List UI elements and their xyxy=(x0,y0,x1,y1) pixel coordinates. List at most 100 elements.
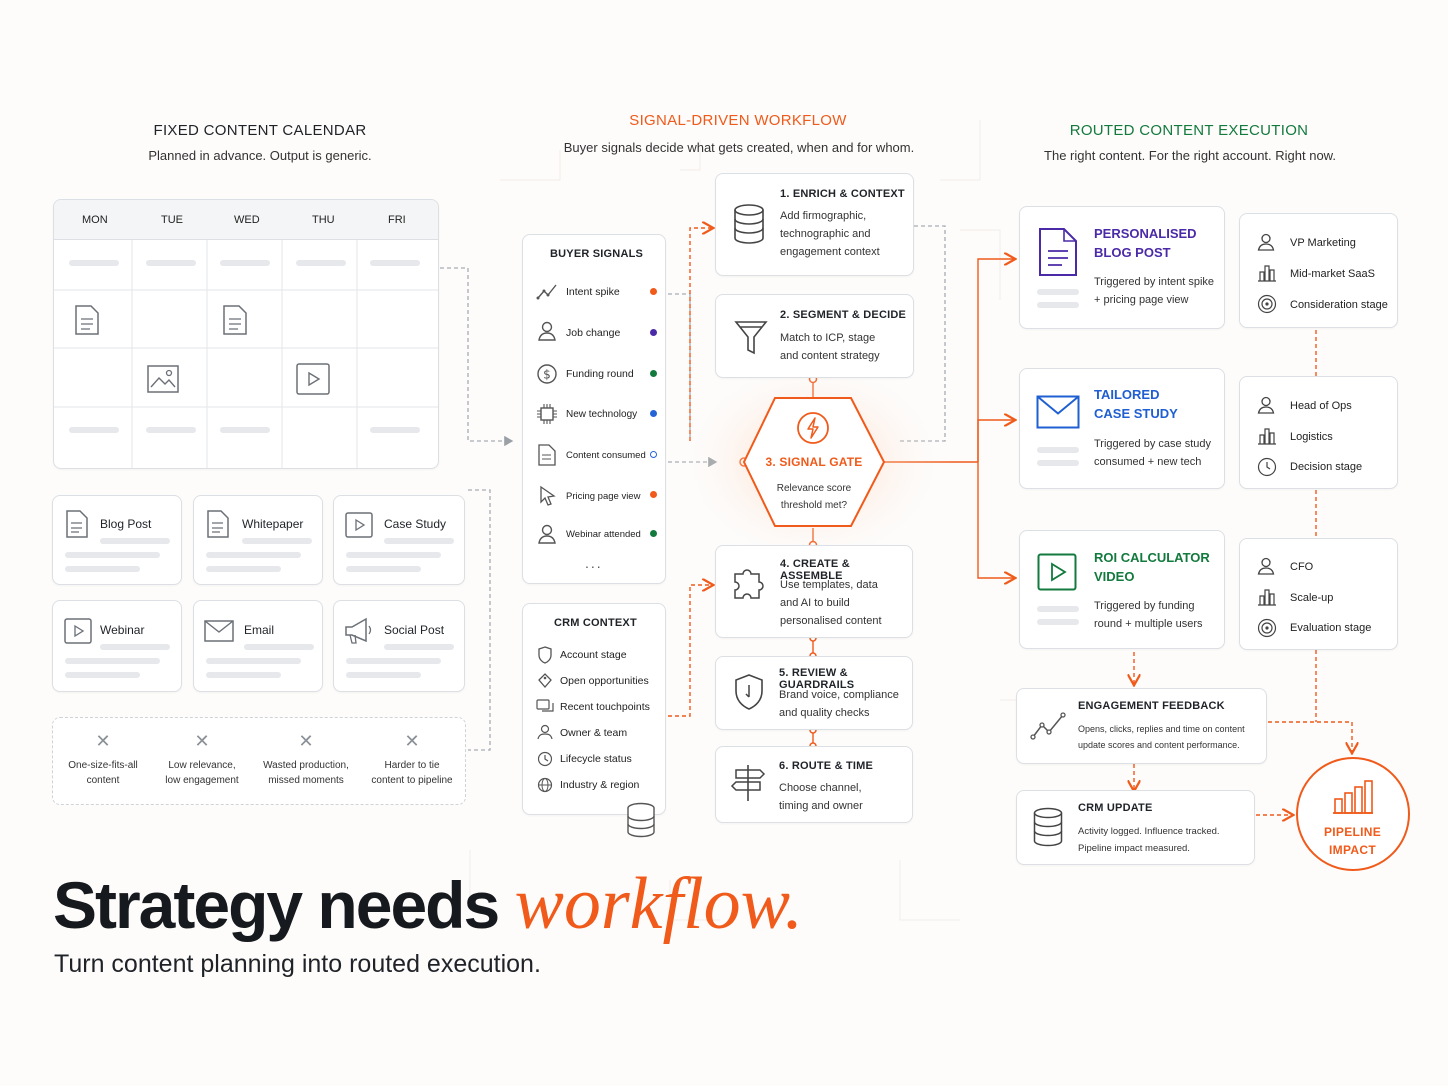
person-icon xyxy=(1257,233,1275,251)
audience-segment: Mid-market SaaS xyxy=(1290,268,1375,280)
database-icon xyxy=(732,204,766,244)
person-icon xyxy=(1257,396,1275,414)
step-create-assemble: 4. CREATE & ASSEMBLE Use templates, data… xyxy=(715,545,913,638)
headline-main: Strategy needs xyxy=(53,868,515,942)
megaphone-icon xyxy=(344,617,374,645)
document-icon xyxy=(74,304,100,336)
audience-segment: Logistics xyxy=(1290,431,1333,443)
video-icon xyxy=(64,618,92,644)
step-title: 4. CREATE & ASSEMBLE xyxy=(780,558,850,582)
crm-update-title: CRM UPDATE xyxy=(1078,802,1153,814)
left-column-subtitle: Planned in advance. Output is generic. xyxy=(148,148,372,163)
signal-label: New technology xyxy=(566,409,638,420)
audience-card: Head of Ops Logistics Decision stage xyxy=(1239,376,1398,489)
lightning-icon xyxy=(796,411,830,445)
chip-icon xyxy=(536,403,558,425)
person-icon xyxy=(1257,557,1275,575)
step-title: 2. SEGMENT & DECIDE xyxy=(780,309,907,321)
document-icon xyxy=(206,509,230,539)
document-icon xyxy=(222,304,248,336)
audience-segment: Scale-up xyxy=(1290,592,1334,604)
step-enrich-context: 1. ENRICH & CONTEXT Add firmographic,tec… xyxy=(715,173,914,276)
person-icon xyxy=(537,321,557,341)
audience-stage: Evaluation stage xyxy=(1290,622,1372,634)
middle-column-title: SIGNAL-DRIVEN WORKFLOW xyxy=(629,112,847,129)
signal-gate-title: 3. SIGNAL GATE xyxy=(765,455,863,469)
format-card-webinar: Webinar xyxy=(52,600,182,692)
problem-item: ✕ Low relevance, low engagement xyxy=(152,732,252,786)
dollar-icon: $ xyxy=(536,363,558,385)
crm-update-desc: Activity logged. Influence tracked.Pipel… xyxy=(1078,826,1220,854)
crm-label: Industry & region xyxy=(560,779,640,791)
building-icon xyxy=(1257,264,1277,282)
bar-chart-icon xyxy=(1331,779,1375,815)
format-label: Whitepaper xyxy=(242,517,304,531)
person-icon xyxy=(537,524,557,544)
right-column-subtitle: The right content. For the right account… xyxy=(1044,148,1336,163)
svg-text:$: $ xyxy=(543,368,551,382)
format-card-email: Email xyxy=(193,600,323,692)
clock-icon xyxy=(537,751,553,767)
signal-label: Intent spike xyxy=(566,286,620,298)
signal-dot xyxy=(650,491,657,498)
audience-card: CFO Scale-up Evaluation stage xyxy=(1239,538,1398,650)
step-title: 6. ROUTE & TIME xyxy=(779,760,874,772)
day-thu: THU xyxy=(312,214,335,226)
step-route-time: 6. ROUTE & TIME Choose channel,timing an… xyxy=(715,746,913,823)
clock-icon xyxy=(1257,457,1277,477)
crm-label: Recent touchpoints xyxy=(560,701,650,713)
problem-item: ✕ One-size-fits-all content xyxy=(56,732,150,786)
crm-update-card: CRM UPDATE Activity logged. Influence tr… xyxy=(1016,790,1255,865)
day-fri: FRI xyxy=(388,214,406,226)
x-icon: ✕ xyxy=(298,731,314,751)
step-review-guardrails: 5. REVIEW & GUARDRAILS Brand voice, comp… xyxy=(715,656,913,730)
format-card-social-post: Social Post xyxy=(333,600,465,692)
step-desc: Choose channel,timing and owner xyxy=(779,782,863,812)
left-column-title: FIXED CONTENT CALENDAR xyxy=(153,122,367,139)
envelope-icon xyxy=(1036,395,1080,429)
trend-icon xyxy=(536,282,558,300)
crm-label: Open opportunities xyxy=(560,675,649,687)
shield-check-icon xyxy=(733,673,765,711)
image-icon xyxy=(147,365,179,393)
headline-accent: workflow. xyxy=(514,863,804,945)
format-label: Webinar xyxy=(100,623,145,637)
audience-role: VP Marketing xyxy=(1290,237,1356,249)
signal-label: Webinar attended xyxy=(566,529,641,540)
signal-label: Funding round xyxy=(566,368,634,380)
problem-item: ✕ Wasted production, missed moments xyxy=(255,732,357,786)
crm-label: Owner & team xyxy=(560,727,628,739)
x-icon: ✕ xyxy=(194,731,210,751)
headline-subtitle: Turn content planning into routed execut… xyxy=(54,950,541,978)
shield-icon xyxy=(537,646,553,664)
engagement-feedback-card: ENGAGEMENT FEEDBACK Opens, clicks, repli… xyxy=(1016,688,1267,764)
buyer-signals-title: BUYER SIGNALS xyxy=(550,248,644,260)
building-icon xyxy=(1257,427,1277,445)
envelope-icon xyxy=(204,620,234,642)
signal-gate-hexagon xyxy=(742,397,886,527)
headline: Strategy needs workflow. xyxy=(53,862,803,947)
format-label: Blog Post xyxy=(100,517,152,531)
signal-dot xyxy=(650,329,657,336)
format-card-case-study: Case Study xyxy=(333,495,465,585)
signals-more: ... xyxy=(585,555,603,571)
audience-stage: Consideration stage xyxy=(1290,299,1388,311)
middle-column-subtitle: Buyer signals decide what gets created, … xyxy=(563,140,915,155)
day-mon: MON xyxy=(82,214,108,226)
signpost-icon xyxy=(730,763,766,803)
signal-label: Content consumed xyxy=(566,450,646,461)
buyer-signals-panel: BUYER SIGNALS Intent spike Job change $ … xyxy=(522,234,666,584)
